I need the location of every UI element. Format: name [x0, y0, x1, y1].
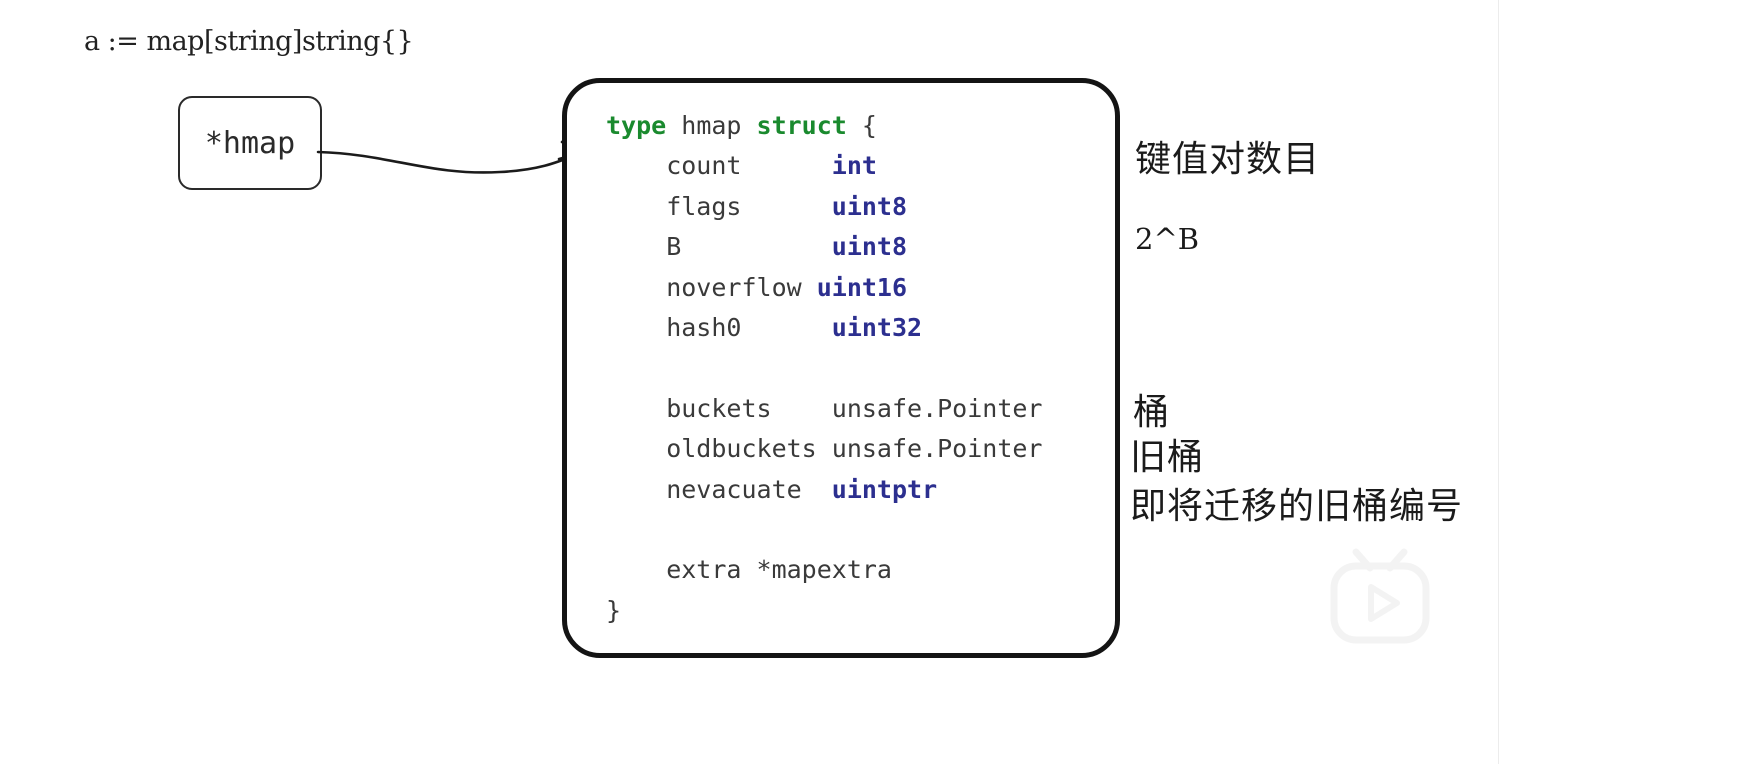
code-token: hmap [666, 111, 757, 140]
annotation-nevacuate: 即将迁移的旧桶编号 [1130, 486, 1464, 527]
code-line-l8: buckets unsafe.Pointer [606, 389, 1043, 429]
code-token: int [831, 151, 877, 181]
whiteboard-canvas: a := map[string]string{} *hmap type hmap… [84, 26, 1464, 658]
right-rail [1671, 0, 1747, 764]
hmap-pointer-box: *hmap [178, 96, 322, 190]
code-token: buckets unsafe.Pointer [606, 393, 1043, 423]
code-line-l9: oldbuckets unsafe.Pointer [606, 429, 1043, 469]
code-token: extra *mapextra [606, 555, 892, 585]
code-line-l7 [606, 348, 1043, 388]
code-token: uint8 [831, 191, 908, 221]
code-line-l13: } [606, 591, 1043, 631]
annotation-oldbuckets: 旧桶 [1130, 437, 1205, 478]
code-line-l1: type hmap struct { [606, 106, 1043, 146]
code-line-l6: hash0 uint32 [606, 308, 1043, 348]
code-token: uintptr [831, 474, 938, 504]
code-line-l2: count int [606, 146, 1043, 186]
code-token: hash0 [606, 313, 832, 343]
hmap-struct-code: type hmap struct { count int flags uint8… [606, 106, 1043, 631]
hmap-struct-card [562, 78, 1120, 658]
code-token: flags [606, 191, 832, 221]
code-token: { [846, 111, 877, 140]
code-token: type [606, 111, 667, 140]
code-line-l3: flags uint8 [606, 187, 1043, 227]
hmap-pointer-label: *hmap [204, 125, 296, 161]
annotation-b: 2^B [1135, 222, 1200, 256]
bilibili-play-logo-watermark-icon [1330, 548, 1430, 644]
code-line-l10: nevacuate uintptr [606, 470, 1043, 510]
code-token: noverflow [606, 272, 817, 302]
code-token: struct [756, 111, 847, 140]
code-line-l5: noverflow uint16 [606, 268, 1043, 308]
code-token: count [606, 151, 832, 181]
code-token: B [606, 232, 832, 262]
right-gutter [1499, 0, 1671, 764]
code-line-l12: extra *mapextra [606, 550, 1043, 590]
code-line-l4: B uint8 [606, 227, 1043, 267]
code-line-l11 [606, 510, 1043, 550]
map-declaration-text: a := map[string]string{} [84, 26, 414, 57]
content-divider [1498, 0, 1499, 764]
annotation-buckets: 桶 [1133, 392, 1171, 433]
annotation-count: 键值对数目 [1135, 139, 1321, 180]
code-token: uint32 [831, 313, 923, 343]
code-token: uint16 [816, 272, 908, 302]
code-token: uint8 [831, 232, 908, 262]
code-token: oldbuckets unsafe.Pointer [606, 434, 1043, 464]
code-token: nevacuate [606, 474, 832, 504]
code-token: } [606, 595, 622, 625]
